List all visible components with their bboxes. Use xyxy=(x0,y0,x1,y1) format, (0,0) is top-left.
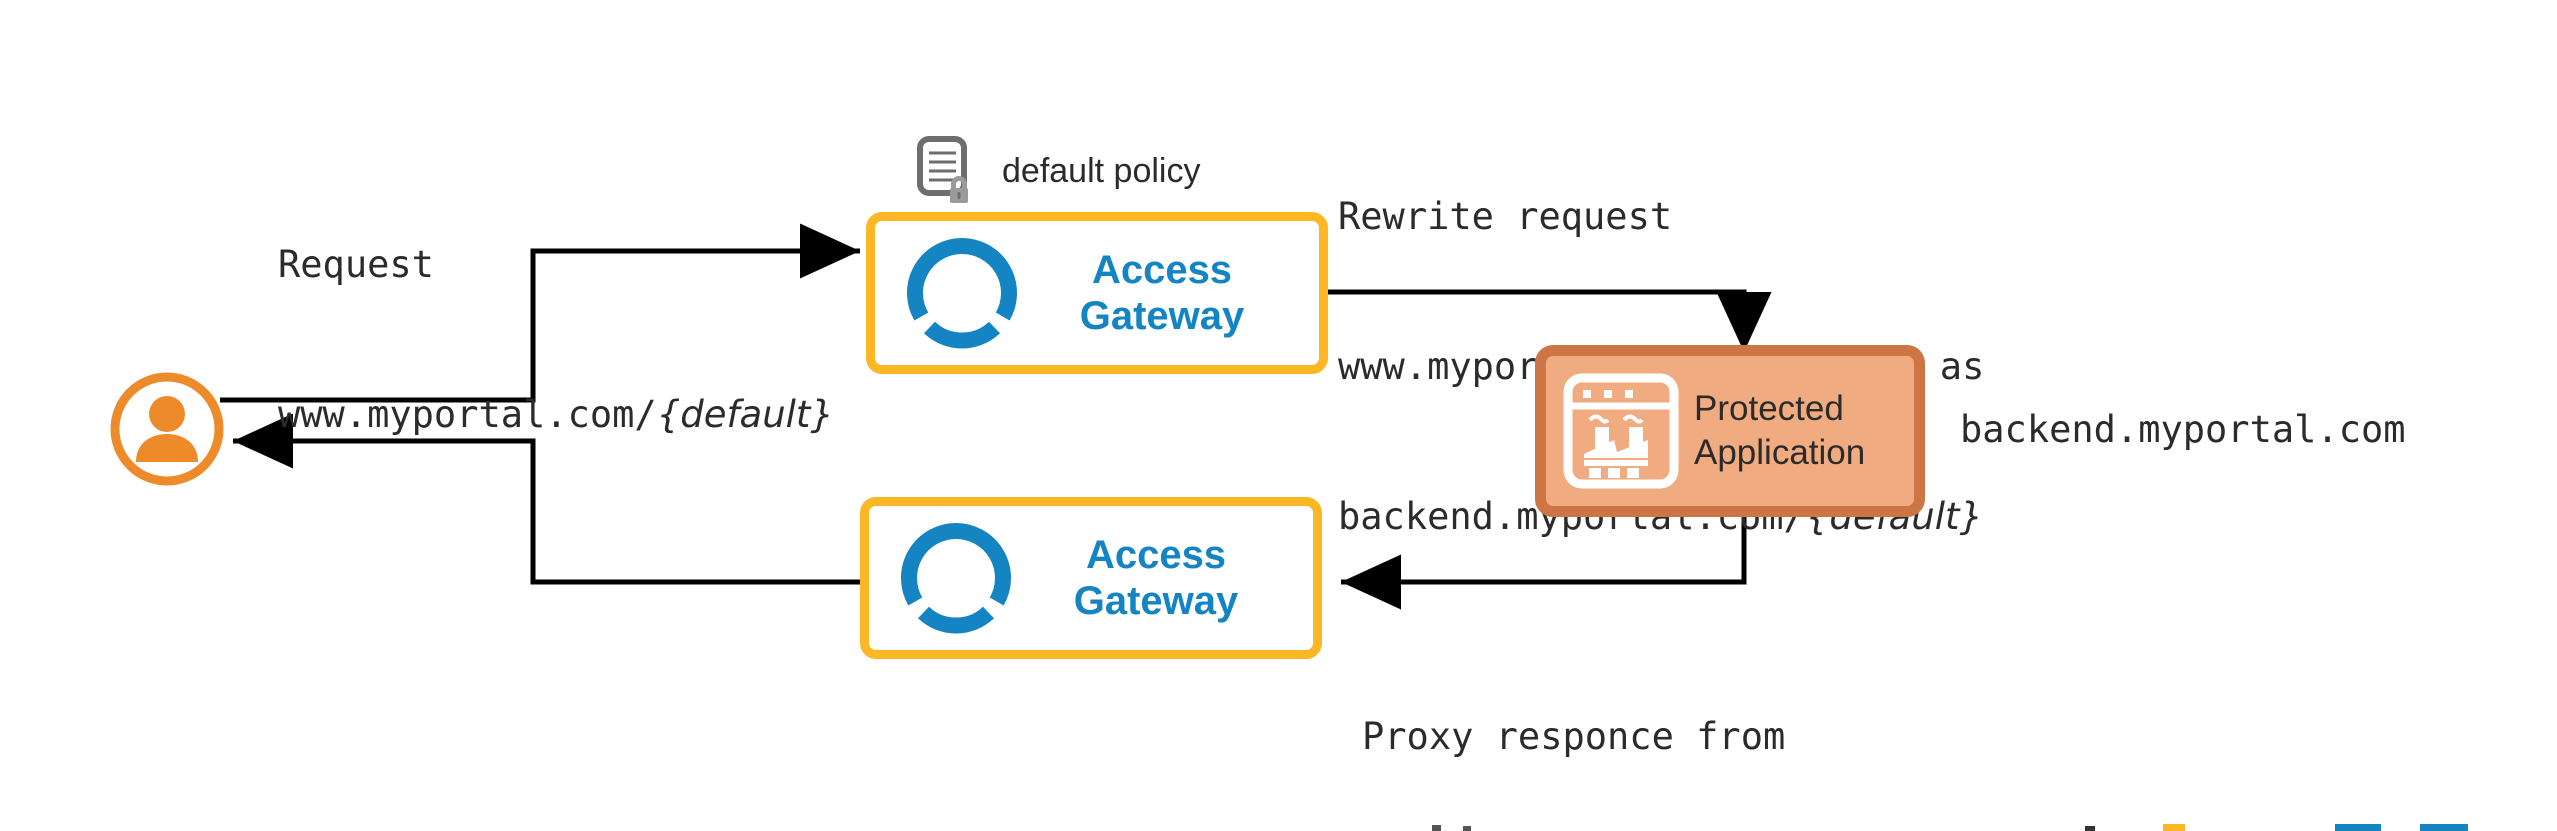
default-policy-document-icon xyxy=(916,136,980,206)
proxy-line1: Proxy responce from xyxy=(1362,715,1786,758)
node-access-gateway-top-label: Access Gateway xyxy=(1023,247,1319,339)
segmented-ring-icon xyxy=(901,523,1011,634)
cutoff-legend-strip xyxy=(0,817,2557,831)
gateway-bottom-line2: Gateway xyxy=(1073,579,1239,623)
request-line2-prefix: www.myportal.com/ xyxy=(278,393,657,436)
request-line1: Request xyxy=(278,243,434,286)
protected-app-line1: Protected xyxy=(1694,389,1844,429)
node-protected-application[interactable]: Protected Application xyxy=(1535,345,1925,517)
node-protected-application-label: Protected Application xyxy=(1680,387,1914,475)
gateway-top-line1: Access xyxy=(1091,248,1233,292)
node-access-gateway-bottom-label: Access Gateway xyxy=(1017,532,1313,624)
protected-app-line2: Application xyxy=(1694,433,1866,472)
user-actor[interactable] xyxy=(108,370,226,488)
proxy-response-label: Proxy responce from backend.myportal.com… xyxy=(1362,612,2074,831)
backend-host-label: backend.myportal.com xyxy=(1960,408,2406,451)
rewrite-line2-suffix: as xyxy=(1917,345,1985,388)
gateway-bottom-line1: Access xyxy=(1085,533,1227,577)
segmented-ring-icon xyxy=(907,238,1017,349)
node-access-gateway-top[interactable]: Access Gateway xyxy=(866,212,1328,374)
person-in-circle-icon xyxy=(110,372,224,486)
rewrite-line1: Rewrite request xyxy=(1338,195,1673,238)
browser-factory-icon xyxy=(1563,373,1679,489)
gateway-top-line2: Gateway xyxy=(1079,294,1245,338)
request-label: Request www.myportal.com/{default} xyxy=(278,140,834,540)
default-policy-label: default policy xyxy=(1002,152,1201,190)
request-line2-var: {default} xyxy=(656,393,834,436)
node-access-gateway-bottom[interactable]: Access Gateway xyxy=(860,497,1322,659)
